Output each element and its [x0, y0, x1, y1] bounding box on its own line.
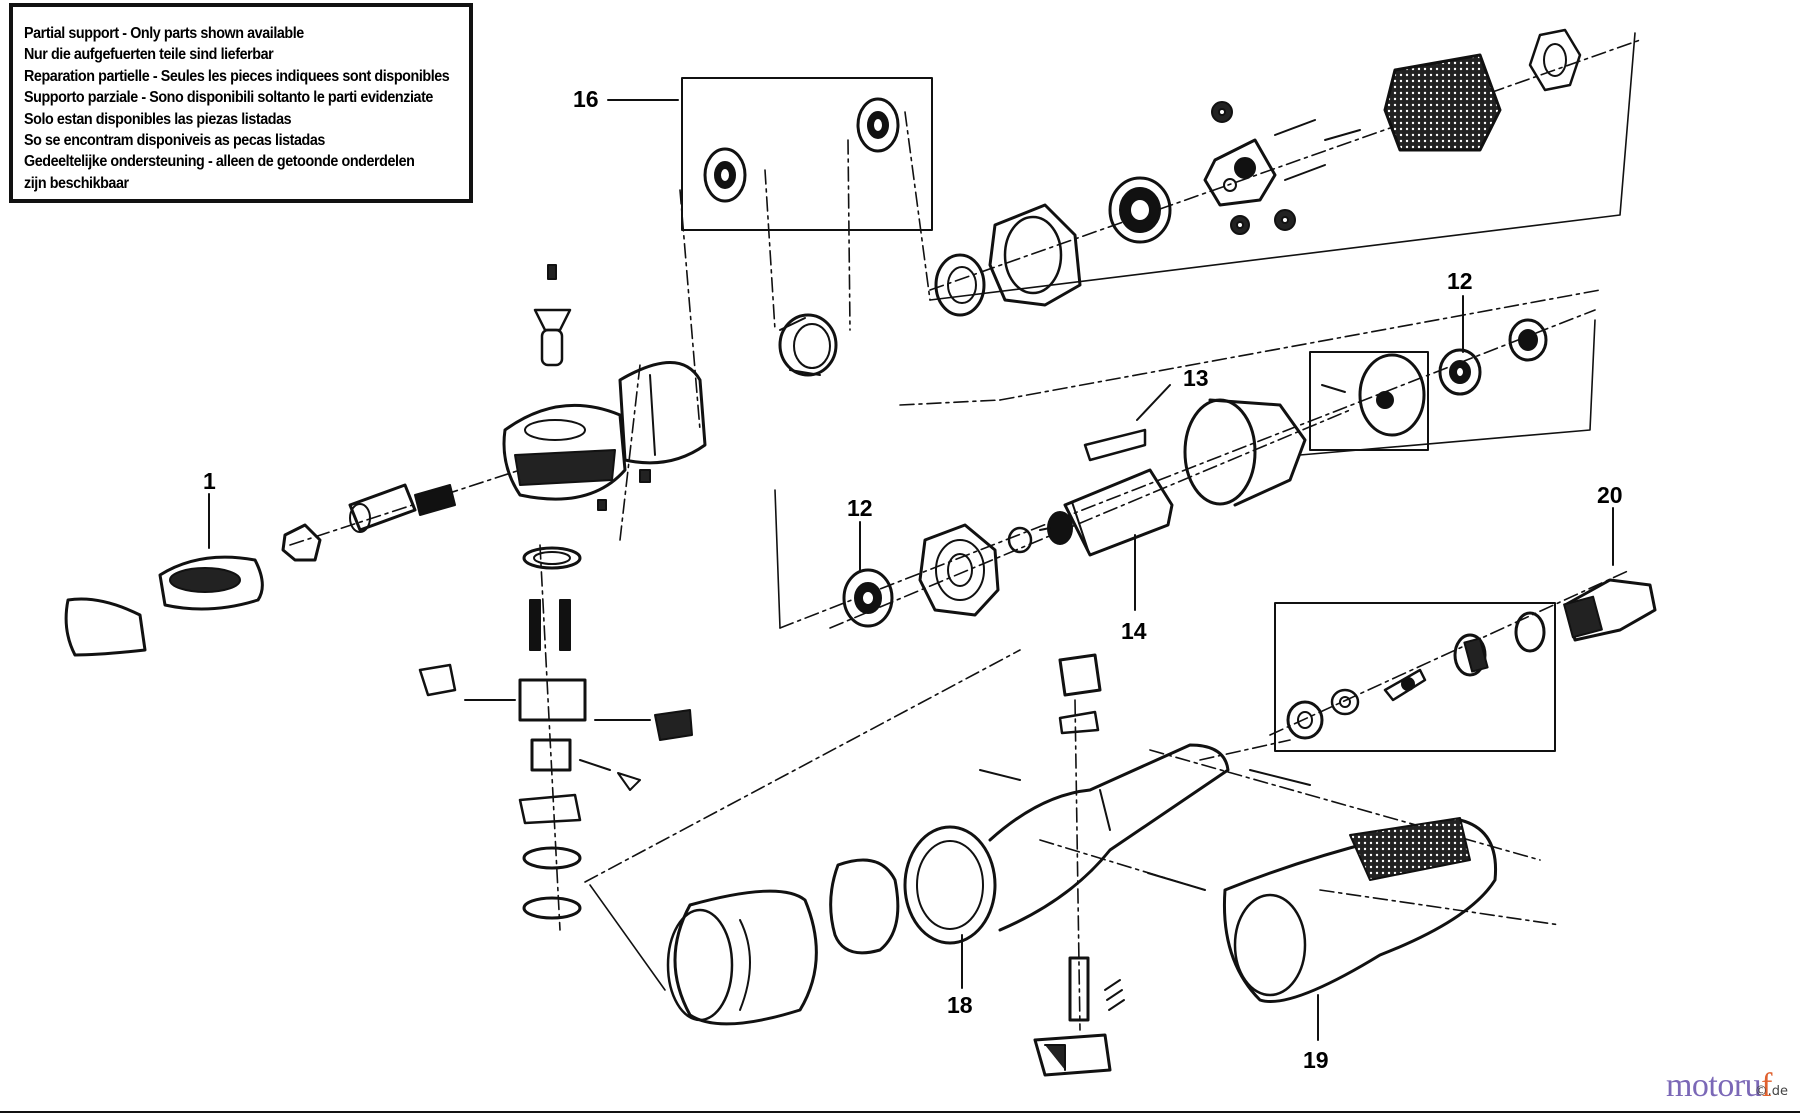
- motor-stator-part: [1183, 398, 1307, 507]
- callout-18: 18: [947, 992, 973, 1018]
- washer-part: [1330, 688, 1360, 716]
- bottom-divider: [0, 1111, 1800, 1113]
- group-box-16: [681, 77, 933, 231]
- small-screw-part: [597, 469, 651, 511]
- notice-line: zijn beschikbaar: [24, 174, 129, 192]
- brand-logo-text: motoru: [1665, 1067, 1762, 1104]
- callout-14: 14: [1121, 618, 1147, 644]
- notice-line: Supporto parziale - Sono disponibili sol…: [24, 89, 433, 107]
- bearing-part: [703, 147, 747, 203]
- callout-13: 13: [1183, 365, 1209, 391]
- group-frame-line: [774, 489, 781, 629]
- notice-line: Solo estan disponibles las piezas listad…: [24, 110, 292, 128]
- assembly-axis-lines: [289, 39, 1641, 1031]
- washer-part: [518, 793, 582, 920]
- bearing-part-12: [842, 568, 894, 628]
- notice-line: Nur die aufgefuerten teile sind lieferba…: [24, 46, 274, 64]
- gasket-part: [829, 858, 900, 955]
- brand-logo-accent: f: [1761, 1067, 1772, 1104]
- planet-gear-part: [1211, 101, 1296, 235]
- rear-handle-part-19: [1222, 817, 1498, 1004]
- front-cover-part: [666, 889, 818, 1026]
- callout-1: 1: [203, 468, 216, 494]
- o-ring-part: [1514, 611, 1546, 653]
- bearing-part: [856, 97, 900, 153]
- callout-19: 19: [1303, 1047, 1329, 1073]
- switch-shaft-part: [1068, 956, 1125, 1022]
- notice-line: Gedeeltelijke ondersteuning - alleen de …: [24, 153, 415, 171]
- pin-part: [1274, 119, 1361, 181]
- guard-part: [64, 597, 147, 657]
- fan-baffle-part: [918, 523, 1000, 617]
- bearing-ring-part: [522, 546, 582, 570]
- gear-head-housing-part: [502, 361, 707, 501]
- bearing-part: [1108, 176, 1172, 244]
- switch-knob-part: [1058, 653, 1102, 735]
- callout-20: 20: [1597, 482, 1623, 508]
- spacer-ring-part: [934, 253, 986, 317]
- lock-button-part: [533, 264, 572, 367]
- shaft-part: [1383, 668, 1427, 702]
- group-frame-line: [589, 884, 666, 991]
- group-box-20: [1274, 602, 1556, 752]
- seal-ring-part: [778, 313, 838, 377]
- motor-housing-part-18: [903, 743, 1311, 945]
- circlip-part: [1007, 526, 1033, 554]
- bearing-part-12: [1438, 348, 1482, 396]
- motor-armature-part-14: [1039, 468, 1174, 557]
- callout-12: 12: [1447, 268, 1473, 294]
- spindle-part: [348, 483, 456, 533]
- nut-part: [1286, 700, 1324, 740]
- gear-housing-nut-part: [988, 203, 1082, 307]
- notice-line: Reparation partielle - Seules les pieces…: [24, 67, 450, 85]
- brand-logo: motoruf: [1665, 1067, 1773, 1105]
- switch-plug-part-20: [1563, 578, 1657, 642]
- callout-16: 16: [573, 86, 599, 112]
- latch-part: [418, 663, 693, 791]
- battery-latch-part: [1033, 1033, 1112, 1077]
- nut-part: [281, 523, 322, 562]
- brush-part-13: [1083, 428, 1147, 462]
- notice-line: Partial support - Only parts shown avail…: [24, 25, 304, 42]
- coupling-part: [1453, 633, 1489, 677]
- brand-badge: ©.de: [1754, 1084, 1788, 1099]
- group-frame-line: [929, 32, 1636, 301]
- washer-part: [1528, 28, 1582, 92]
- group-frame-line: [1299, 319, 1596, 456]
- end-cap-part: [1321, 353, 1426, 437]
- leader-13: [1136, 384, 1171, 421]
- gear-shaft-part: [518, 599, 587, 772]
- notice-line: So se encontram disponiveis as pecas lis…: [24, 132, 325, 150]
- callout-12: 12: [847, 495, 873, 521]
- gear-carrier-part: [1203, 138, 1277, 207]
- ring-gear-part: [1383, 53, 1502, 152]
- washer-part: [1508, 318, 1548, 362]
- group-box-12: [1309, 351, 1429, 451]
- availability-notice: Partial support - Only parts shown avail…: [9, 3, 473, 203]
- flange-part-1: [158, 555, 264, 611]
